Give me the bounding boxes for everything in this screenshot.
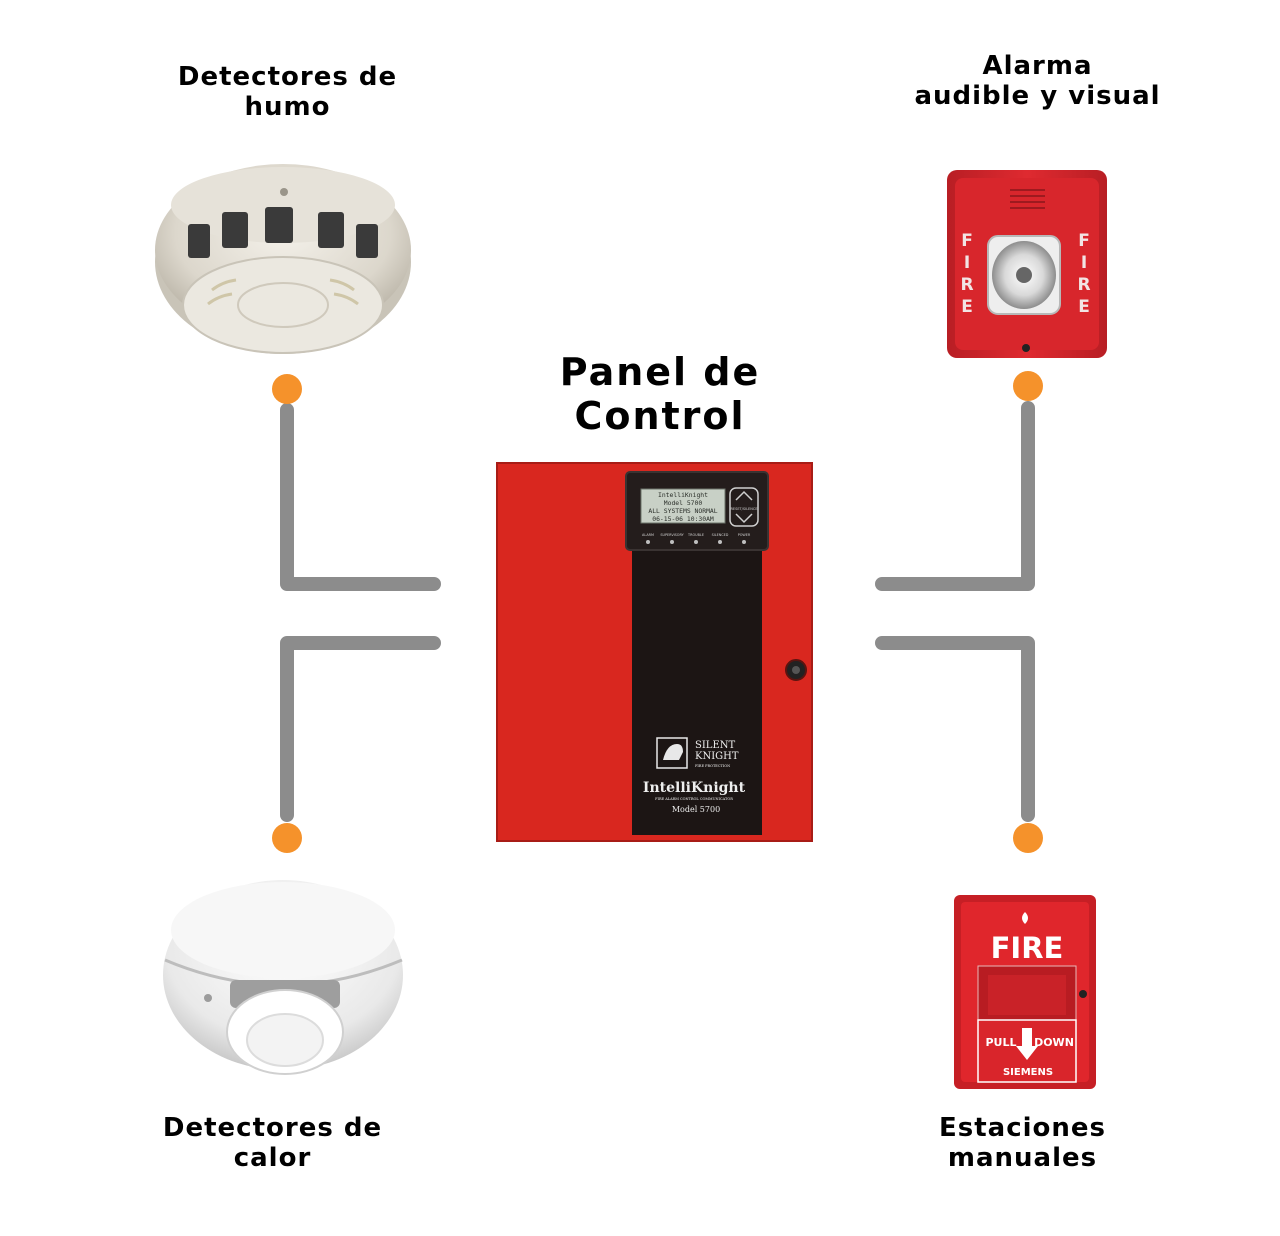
connector-alarm [875, 401, 1035, 591]
lcd-line3: ALL SYSTEMS NORMAL [648, 507, 717, 515]
connector-smoke [280, 403, 441, 591]
alarm-label-line2: audible y visual [914, 81, 1161, 111]
heat-detector-image [163, 880, 403, 1075]
model-text: Model 5700 [672, 805, 720, 814]
connector-heat [280, 636, 441, 822]
smoke-label-line1: Detectores de [177, 62, 398, 92]
pull-text: PULL [985, 1036, 1016, 1049]
title-line2: Control [574, 394, 746, 438]
control-panel-title: Panel de Control [500, 350, 820, 438]
control-panel-image: IntelliKnight Model 5700 ALL SYSTEMS NOR… [496, 462, 813, 842]
alarm-label-line1: Alarma [982, 51, 1093, 81]
pull-station-fire-text: FIRE [991, 931, 1064, 965]
title-line1: Panel de [559, 350, 761, 394]
alarm-label: Alarma audible y visual [880, 51, 1195, 111]
led-indicator [646, 540, 650, 544]
pull-station-image: FIRE PULL DOWN SIEMENS [954, 895, 1096, 1089]
led-label: SILENCED [712, 533, 729, 537]
heat-label-line1: Detectores de [162, 1113, 383, 1143]
node-manual [1013, 823, 1043, 853]
smoke-detectors-label: Detectores de humo [140, 62, 435, 122]
heat-detectors-label: Detectores de calor [125, 1113, 420, 1173]
lcd-line2: Model 5700 [664, 499, 703, 507]
led-label: TROUBLE [687, 533, 704, 537]
led-label: ALARM [642, 533, 654, 537]
brand-line1: SILENT [695, 740, 735, 751]
connector-manual [875, 636, 1035, 822]
brand-sub: FIRE PROTECTION [695, 764, 730, 768]
manual-stations-label: Estaciones manuales [900, 1113, 1145, 1173]
led-indicator [670, 540, 674, 544]
down-arrow-icon [1016, 1028, 1038, 1060]
heat-label-line2: calor [233, 1143, 312, 1173]
nodes [272, 371, 1043, 853]
product-subtitle: FIRE ALARM CONTROL COMMUNICATOR [655, 797, 733, 801]
led-indicator [718, 540, 722, 544]
smoke-label-line2: humo [244, 92, 331, 122]
connectors [280, 401, 1035, 822]
node-smoke [272, 374, 302, 404]
led-label: SUPERVISORY [660, 533, 684, 537]
siemens-text: SIEMENS [1003, 1067, 1053, 1078]
manual-label-line1: Estaciones [938, 1113, 1106, 1143]
lcd-line1: IntelliKnight [658, 491, 708, 499]
led-indicator [742, 540, 746, 544]
manual-label-line2: manuales [947, 1143, 1098, 1173]
down-text: DOWN [1034, 1036, 1074, 1049]
smoke-detector-image [155, 164, 411, 354]
led-indicator [694, 540, 698, 544]
brand-line2: KNIGHT [695, 751, 739, 762]
panel-scroll-buttons [729, 487, 759, 527]
led-label: POWER [738, 533, 751, 537]
panel-button-label: RESET/SILENCE [730, 507, 757, 511]
product-name: IntelliKnight [643, 780, 746, 796]
node-alarm [1013, 371, 1043, 401]
node-heat [272, 823, 302, 853]
lcd-line4: 06-15-06 10:30AM [652, 515, 714, 523]
